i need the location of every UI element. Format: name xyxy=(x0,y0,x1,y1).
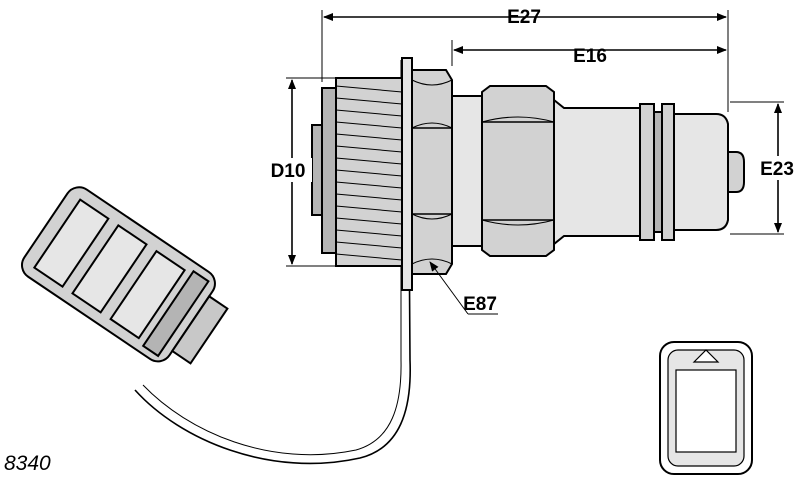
dim-label-body-length: E16 xyxy=(573,46,607,67)
dim-label-overall-length: E27 xyxy=(507,7,541,28)
hex-size-leader xyxy=(429,261,469,315)
drawing-number: 8340 xyxy=(4,452,51,475)
cap-strap xyxy=(134,59,412,465)
dim-label-hex-size: E87 xyxy=(463,294,497,315)
dust-cap-symbol-icon xyxy=(659,341,753,475)
body-neck xyxy=(451,95,483,247)
body-sleeve xyxy=(553,97,641,247)
thread-section xyxy=(311,77,403,267)
dust-cap xyxy=(21,186,229,365)
mounting-washer xyxy=(401,57,413,291)
hex-nut xyxy=(411,69,453,275)
body-hex xyxy=(481,85,555,257)
valve-pin xyxy=(727,151,745,193)
groove-ring xyxy=(639,103,675,241)
dim-label-tip-diameter: E23 xyxy=(760,159,794,180)
dim-label-thread-diameter: D10 xyxy=(271,161,306,182)
coupling-tip xyxy=(673,113,729,231)
